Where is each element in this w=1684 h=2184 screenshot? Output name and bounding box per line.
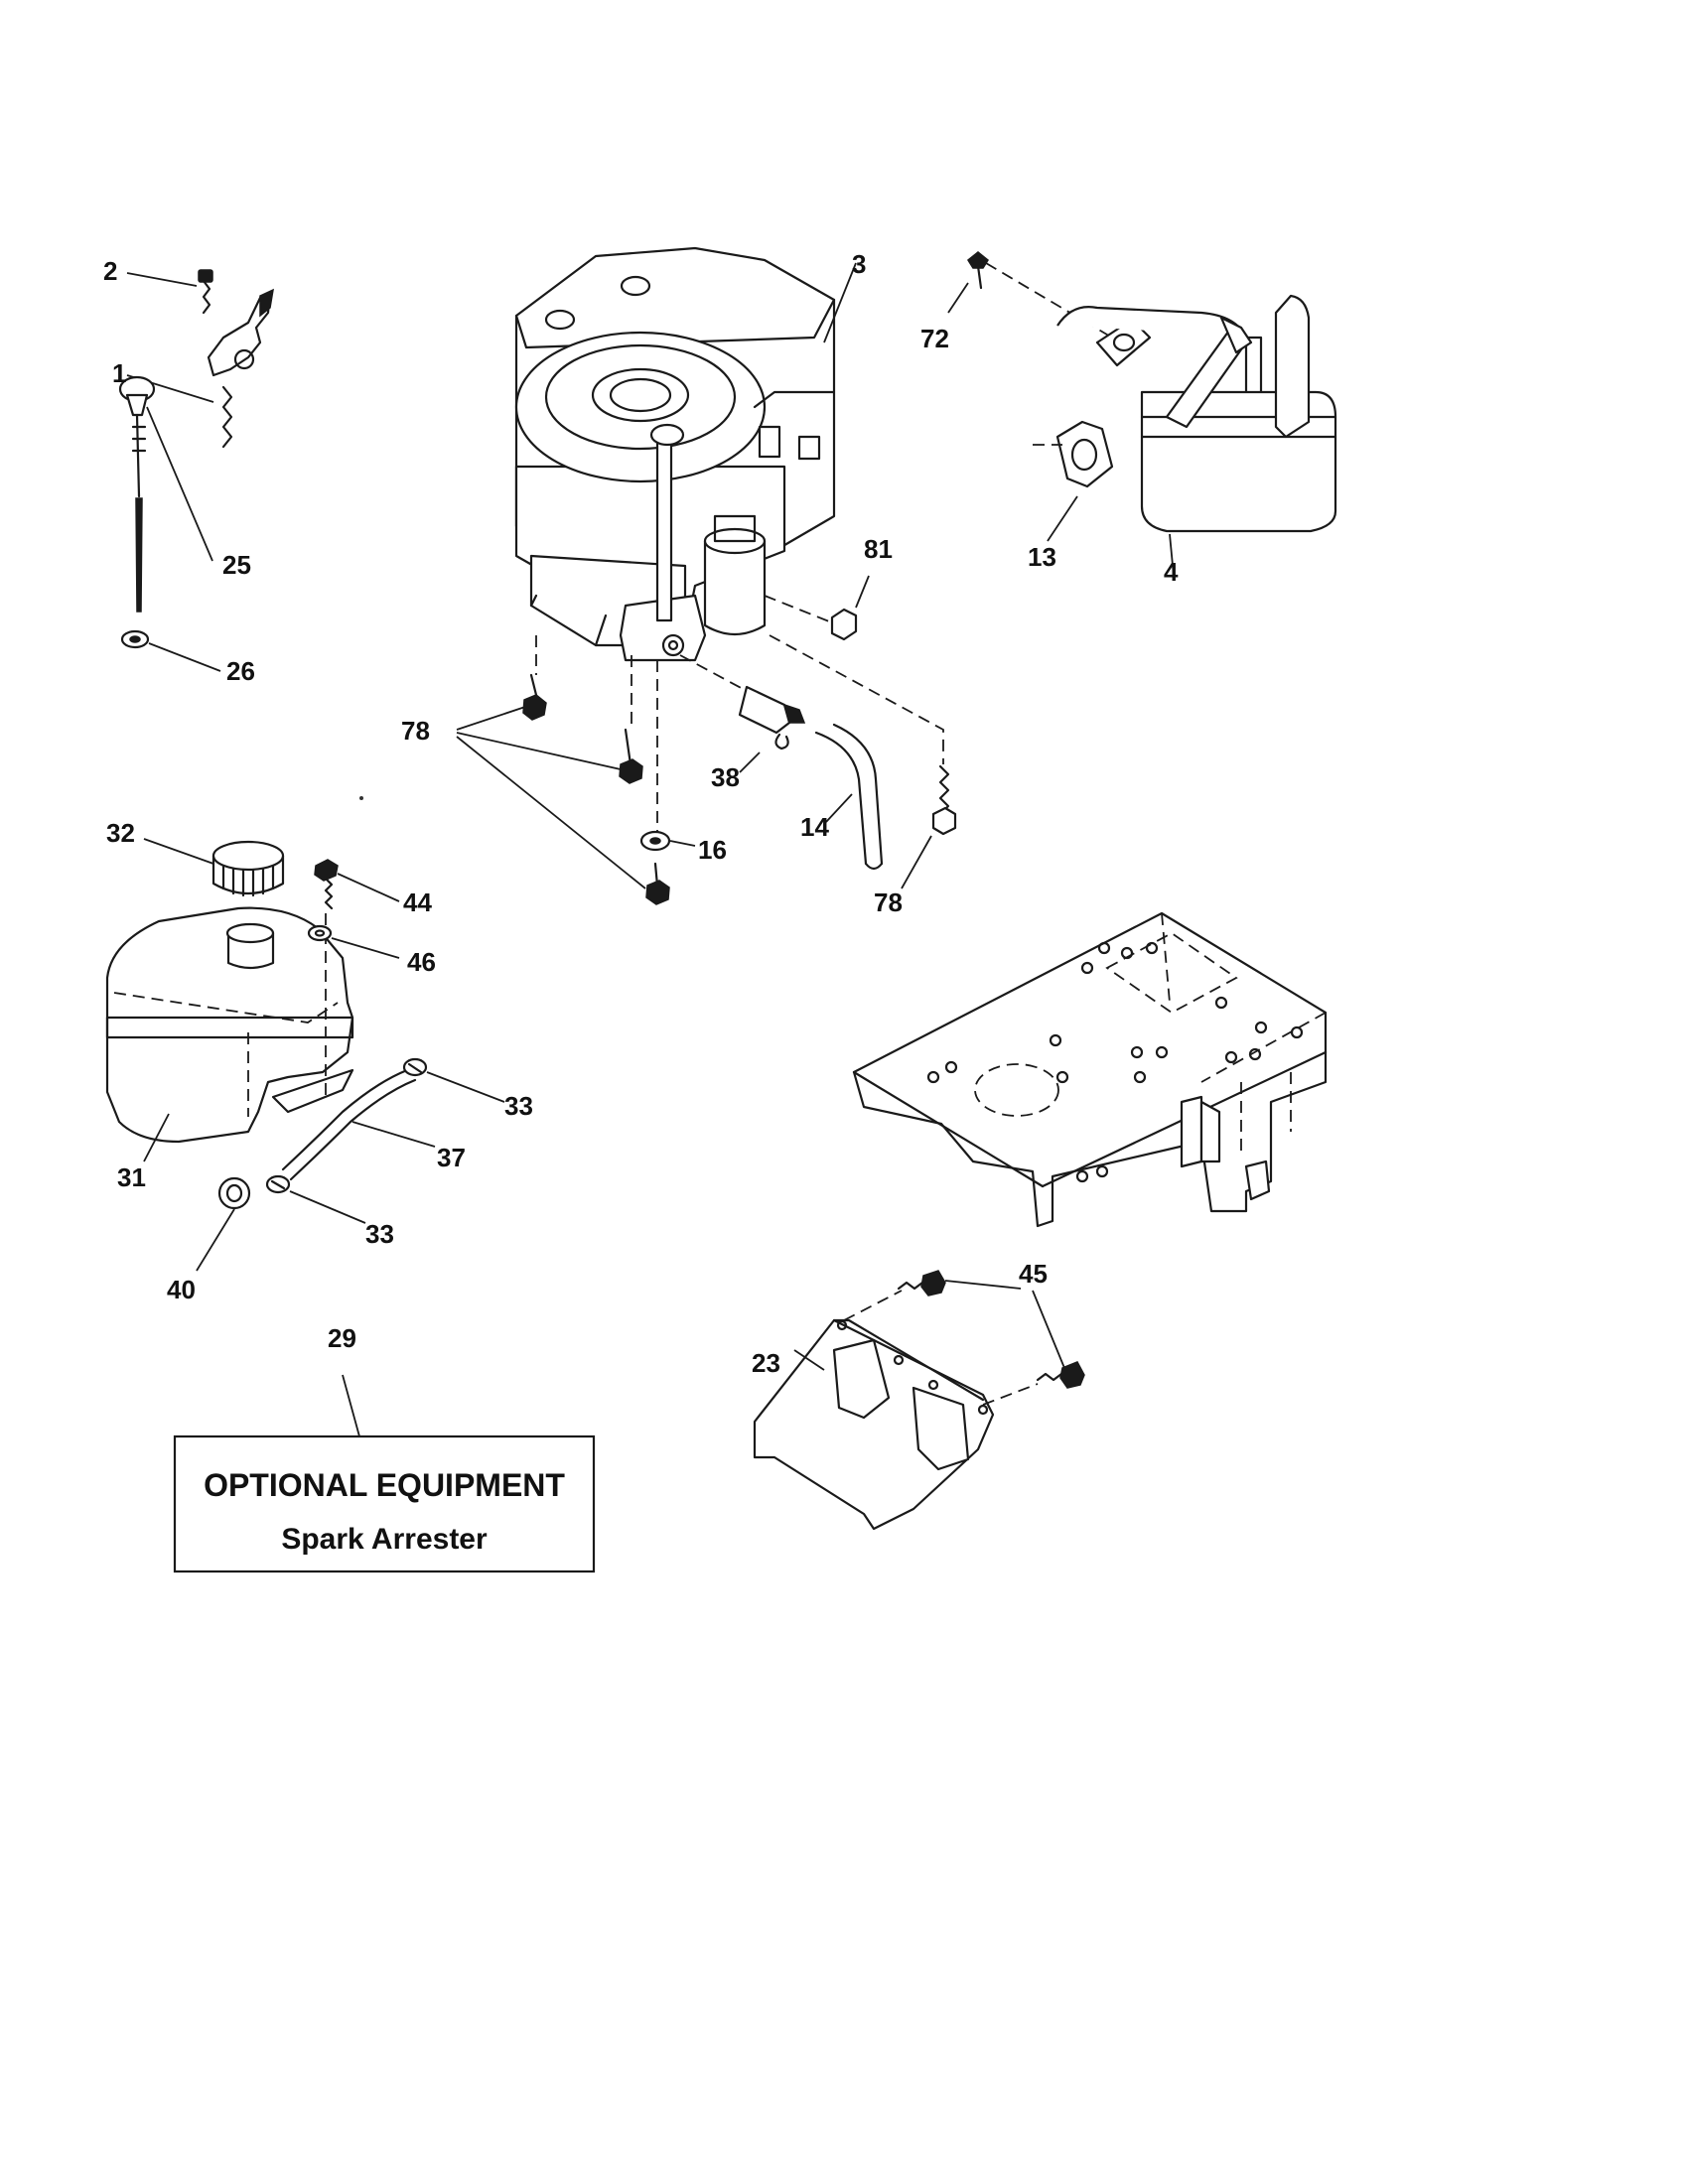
callout-26: 26 (226, 656, 255, 686)
callout-40: 40 (167, 1275, 196, 1304)
dipstick (118, 375, 213, 613)
optional-equipment-title: OPTIONAL EQUIPMENT (204, 1467, 565, 1503)
callout-14: 14 (800, 812, 829, 842)
callout-44: 44 (403, 887, 432, 917)
callout-38: 38 (711, 762, 740, 792)
exhaust-gasket-lower (1033, 420, 1114, 542)
muffler (1056, 294, 1337, 577)
callout-1: 1 (112, 358, 126, 388)
fuel-filter (679, 654, 806, 773)
tank-washer (307, 924, 400, 959)
hose-clamp-lower (265, 1174, 366, 1224)
callout-78-left: 78 (401, 716, 430, 746)
callout-45: 45 (1019, 1259, 1048, 1289)
callout-16: 16 (698, 835, 727, 865)
callout-81: 81 (864, 534, 893, 564)
fuel-hose (814, 723, 884, 871)
hose-clamp-upper (402, 1057, 505, 1103)
frame-holes (926, 941, 1304, 1183)
throttle-bracket (126, 269, 274, 449)
optional-equipment-box: OPTIONAL EQUIPMENT Spark Arrester (173, 1374, 596, 1573)
callout-72: 72 (920, 324, 949, 353)
tank-grommet (196, 1176, 251, 1272)
callout-25: 25 (222, 550, 251, 580)
spark-arrester-label: Spark Arrester (281, 1523, 488, 1556)
callout-33-upper: 33 (504, 1091, 533, 1121)
lock-washer (639, 830, 696, 852)
callout-37: 37 (437, 1143, 466, 1172)
exhaust-gasket-upper (1095, 318, 1152, 367)
engine (514, 246, 857, 662)
dipstick-washer (120, 629, 221, 672)
fuel-line (281, 1068, 436, 1181)
chassis-frame (852, 911, 1328, 1228)
callout-13: 13 (1028, 542, 1056, 572)
tank-screw (314, 859, 400, 1102)
callout-32: 32 (106, 818, 135, 848)
engine-shield-bracket (753, 1318, 995, 1531)
hex-nut (764, 575, 870, 641)
callout-2: 2 (103, 256, 117, 286)
callout-3: 3 (852, 249, 866, 279)
callout-4: 4 (1164, 557, 1179, 587)
callout-31: 31 (117, 1162, 146, 1192)
callout-78-right: 78 (874, 887, 903, 917)
callout-labels: 2 1 3 72 13 4 25 26 81 78 38 14 16 78 32… (103, 249, 1179, 1378)
speck (359, 796, 363, 800)
shield-bolts (843, 1270, 1085, 1406)
fuel-tank (105, 906, 354, 1162)
callout-29: 29 (328, 1323, 356, 1353)
mounting-bolts (456, 634, 957, 905)
callout-46: 46 (407, 947, 436, 977)
callout-33-lower: 33 (365, 1219, 394, 1249)
fuel-cap (143, 838, 285, 897)
callout-23: 23 (752, 1348, 780, 1378)
